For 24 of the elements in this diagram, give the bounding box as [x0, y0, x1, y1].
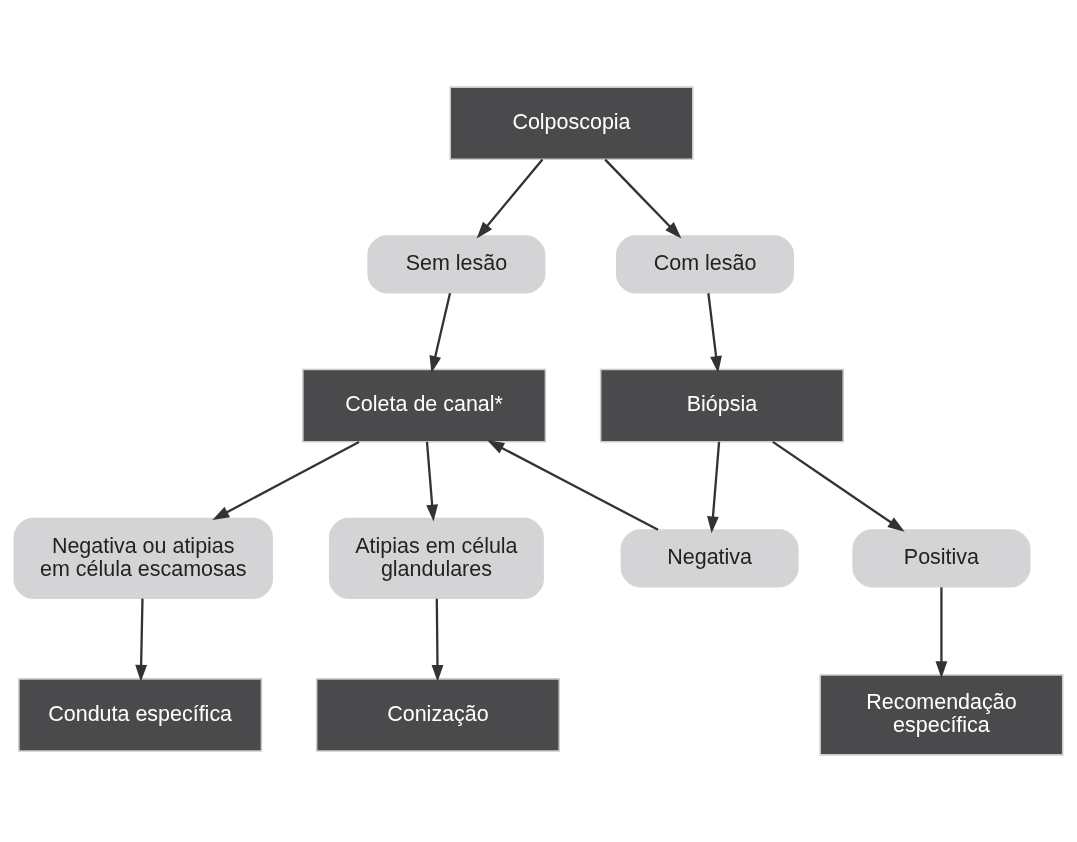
node-box: Sem lesão [367, 235, 546, 294]
arrow [429, 293, 452, 373]
node-box: Atipias em célula glandulares [328, 517, 544, 600]
node-box: Colposcopia [449, 86, 694, 161]
arrow [935, 587, 948, 679]
arrow [212, 440, 360, 520]
arrow [487, 440, 659, 531]
node-box: Conduta específica [18, 678, 263, 752]
node-box: Conização [315, 678, 560, 752]
arrow [425, 441, 439, 522]
arrow [135, 598, 148, 682]
arrow [772, 440, 905, 532]
arrow [707, 441, 721, 534]
node-box: Coleta de canal* [302, 368, 547, 443]
arrow [707, 293, 722, 373]
arrow [604, 158, 682, 239]
arrow [476, 158, 544, 239]
node-box: Com lesão [616, 235, 795, 294]
node-box: Positiva [852, 529, 1031, 588]
node-box: Biópsia [599, 368, 844, 443]
node-box: Negativa [620, 529, 799, 588]
arrow [431, 598, 444, 682]
node-box: Negativa ou atipias em célula escamosas [13, 517, 273, 600]
node-box: Recomendação específica [819, 674, 1064, 756]
